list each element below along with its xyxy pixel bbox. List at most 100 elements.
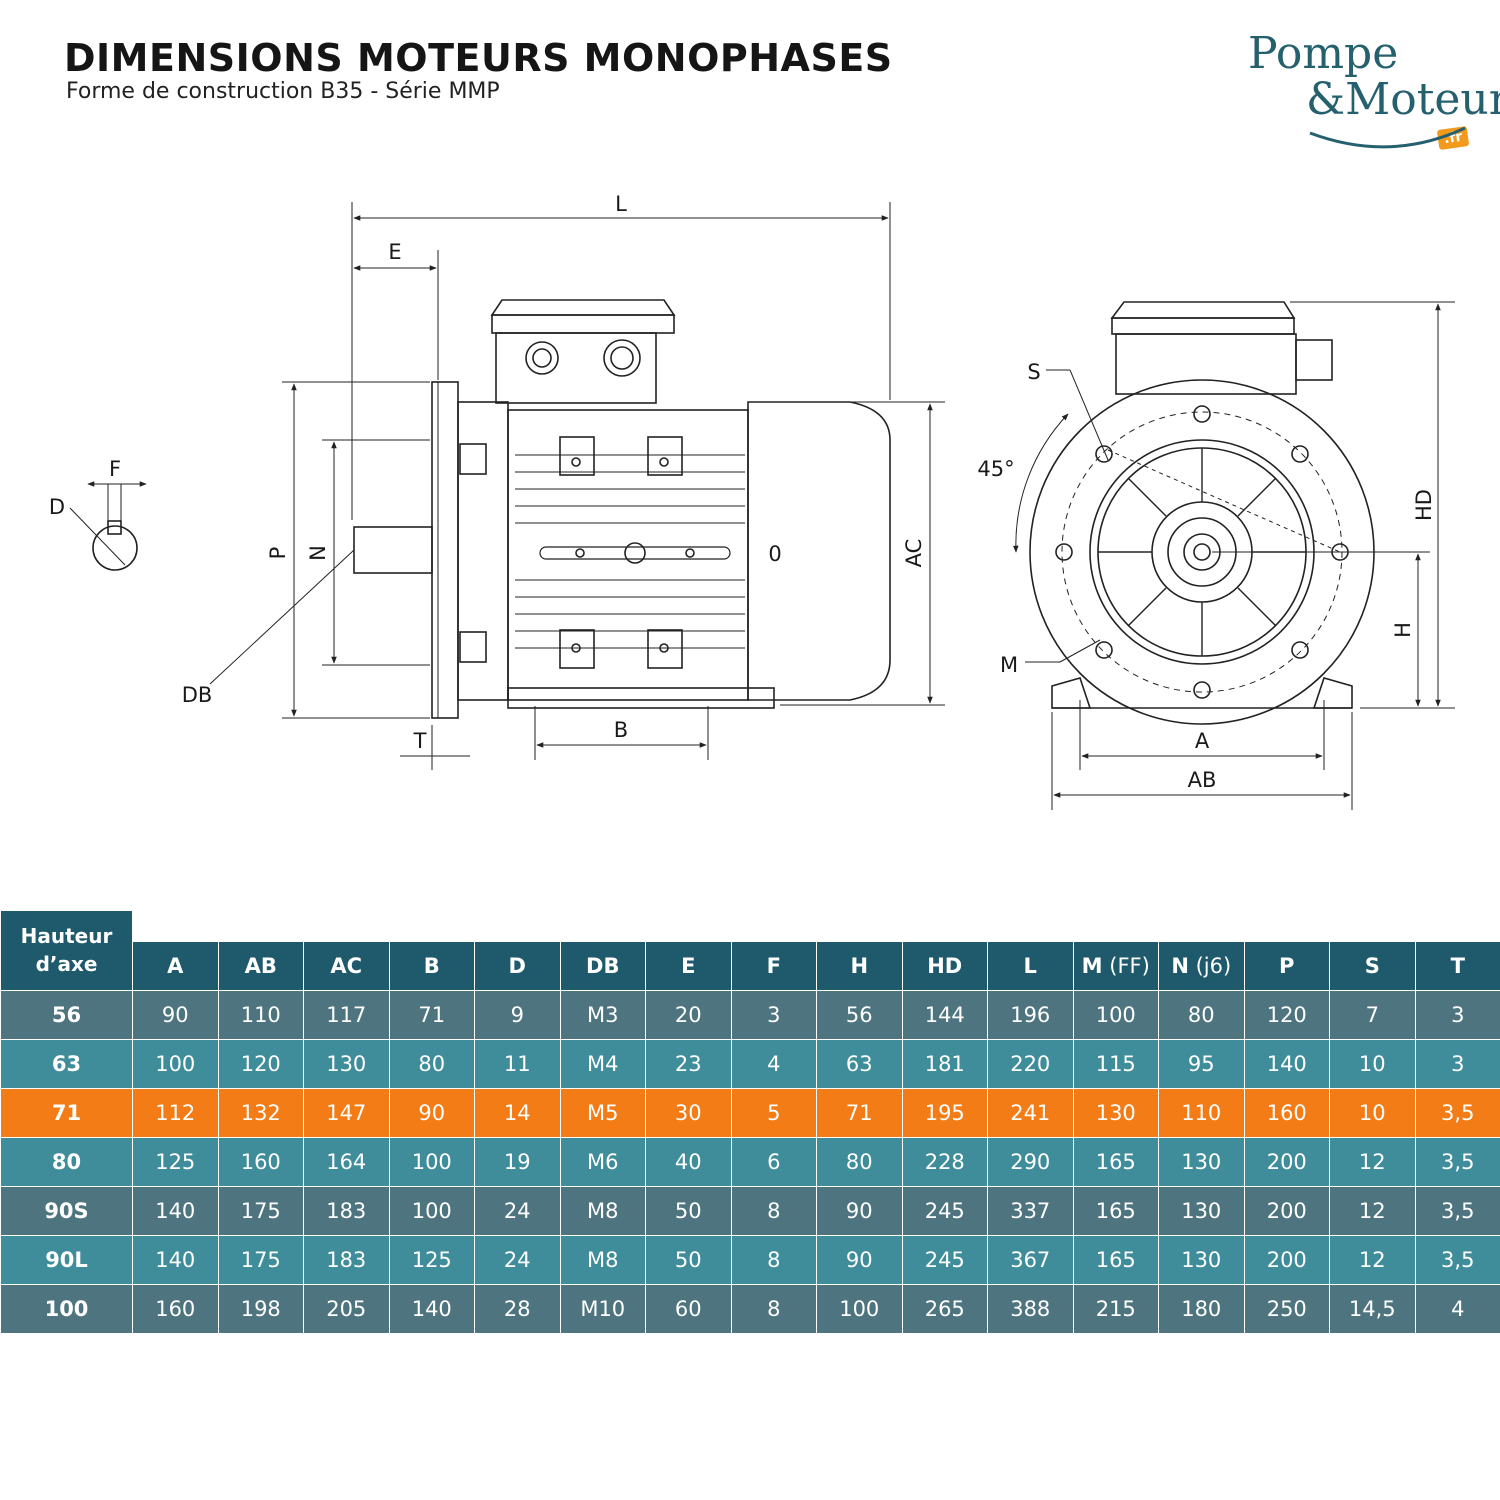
front-view-dimensions (1012, 301, 1455, 810)
table-cell-a: 140 (132, 1234, 219, 1285)
table-cell-a: 125 (132, 1136, 219, 1187)
dim-label-AC: AC (902, 539, 926, 568)
table-cell-db: M10 (559, 1283, 646, 1334)
column-header-e: E (645, 940, 732, 991)
table-cell-e: 30 (645, 1087, 732, 1138)
table-cell-m: 100 (1072, 989, 1159, 1040)
table-cell-a: 140 (132, 1185, 219, 1236)
dim-label-E: E (388, 240, 401, 264)
table-cell-db: M8 (559, 1234, 646, 1285)
dim-label-L: L (615, 192, 627, 216)
table-cell-n: 130 (1158, 1234, 1245, 1285)
shaft-key-detail (69, 481, 147, 571)
table-cell-h: 100 (816, 1283, 903, 1334)
table-cell-l: 290 (987, 1136, 1074, 1187)
column-header-label: M (1081, 953, 1103, 978)
table-cell-t: 3 (1414, 989, 1500, 1040)
dim-label-B: B (614, 718, 628, 742)
table-cell-ab: 175 (217, 1234, 304, 1285)
table-cell-ab: 160 (217, 1136, 304, 1187)
column-header-label: S (1364, 953, 1380, 978)
column-header-label: AB (244, 953, 277, 978)
table-cell-e: 40 (645, 1136, 732, 1187)
table-cell-s: 7 (1329, 989, 1416, 1040)
table-cell-t: 4 (1414, 1283, 1500, 1334)
table-cell-d: 9 (474, 989, 561, 1040)
dim-label-T: T (413, 729, 427, 753)
column-header-label: A (167, 953, 184, 978)
table-cell-m: 165 (1072, 1136, 1159, 1187)
table-cell-p: 200 (1243, 1234, 1330, 1285)
table-cell-s: 14,5 (1329, 1283, 1416, 1334)
column-header-p: P (1243, 940, 1330, 991)
table-cell-s: 12 (1329, 1234, 1416, 1285)
column-header-label: H (850, 953, 869, 978)
table-cell-h: 80 (816, 1136, 903, 1187)
column-header-suffix: (j6) (1188, 953, 1232, 978)
table-cell-b: 140 (388, 1283, 475, 1334)
table-cell-hd: 245 (901, 1234, 988, 1285)
dim-label-D: D (49, 495, 65, 519)
table-cell-h: 71 (816, 1087, 903, 1138)
table-cell-f: 5 (730, 1087, 817, 1138)
table-cell-ac: 183 (303, 1185, 390, 1236)
table-cell-t: 3 (1414, 1038, 1500, 1089)
dim-label-angle: 45° (977, 457, 1014, 481)
page-title: DIMENSIONS MOTEURS MONOPHASES (64, 36, 893, 80)
logo-line-1: Pompe (1248, 28, 1399, 79)
row-axis-height: 63 (0, 1038, 133, 1089)
table-cell-db: M5 (559, 1087, 646, 1138)
table-cell-l: 337 (987, 1185, 1074, 1236)
table-cell-d: 28 (474, 1283, 561, 1334)
table-cell-db: M3 (559, 989, 646, 1040)
column-header-suffix: (FF) (1102, 953, 1150, 978)
table-cell-hd: 245 (901, 1185, 988, 1236)
dim-label-HD: HD (1412, 489, 1436, 521)
column-header-label: P (1279, 953, 1295, 978)
table-cell-ac: 117 (303, 989, 390, 1040)
table-cell-p: 200 (1243, 1136, 1330, 1187)
column-header-label: AC (330, 953, 363, 978)
dim-label-M: M (1000, 653, 1018, 677)
table-cell-n: 130 (1158, 1185, 1245, 1236)
table-cell-db: M6 (559, 1136, 646, 1187)
table-cell-s: 12 (1329, 1136, 1416, 1187)
table-cell-t: 3,5 (1414, 1087, 1500, 1138)
table-cell-h: 56 (816, 989, 903, 1040)
table-cell-ab: 120 (217, 1038, 304, 1089)
front-view-motor (1029, 301, 1375, 725)
table-cell-d: 24 (474, 1234, 561, 1285)
table-cell-s: 10 (1329, 1038, 1416, 1089)
table-cell-e: 50 (645, 1234, 732, 1285)
table-cell-p: 200 (1243, 1185, 1330, 1236)
row-axis-height: 90S (0, 1185, 133, 1236)
logo-line-2: &Moteur (1306, 74, 1500, 125)
table-cell-p: 160 (1243, 1087, 1330, 1138)
table-cell-f: 8 (730, 1283, 817, 1334)
table-cell-p: 250 (1243, 1283, 1330, 1334)
column-header-h: H (816, 940, 903, 991)
table-cell-e: 23 (645, 1038, 732, 1089)
table-cell-ac: 164 (303, 1136, 390, 1187)
table-cell-h: 90 (816, 1185, 903, 1236)
table-cell-ab: 198 (217, 1283, 304, 1334)
logo-swoosh (1309, 126, 1466, 149)
motor-dimension-drawing: L E F D P N DB T B 0 AC S 45° M HD H A A… (49, 192, 1455, 810)
column-header-m: M (FF) (1072, 940, 1159, 991)
table-cell-d: 24 (474, 1185, 561, 1236)
column-header-label: B (423, 953, 440, 978)
table-cell-b: 71 (388, 989, 475, 1040)
dim-label-S: S (1027, 360, 1040, 384)
table-header-spacer-row: Hauteur d’axe (0, 910, 1500, 991)
column-header-a: A (132, 940, 219, 991)
column-header-d: D (474, 940, 561, 991)
table-cell-ac: 130 (303, 1038, 390, 1089)
table-cell-l: 241 (987, 1087, 1074, 1138)
table-cell-m: 215 (1072, 1283, 1159, 1334)
column-header-hd: HD (901, 940, 988, 991)
